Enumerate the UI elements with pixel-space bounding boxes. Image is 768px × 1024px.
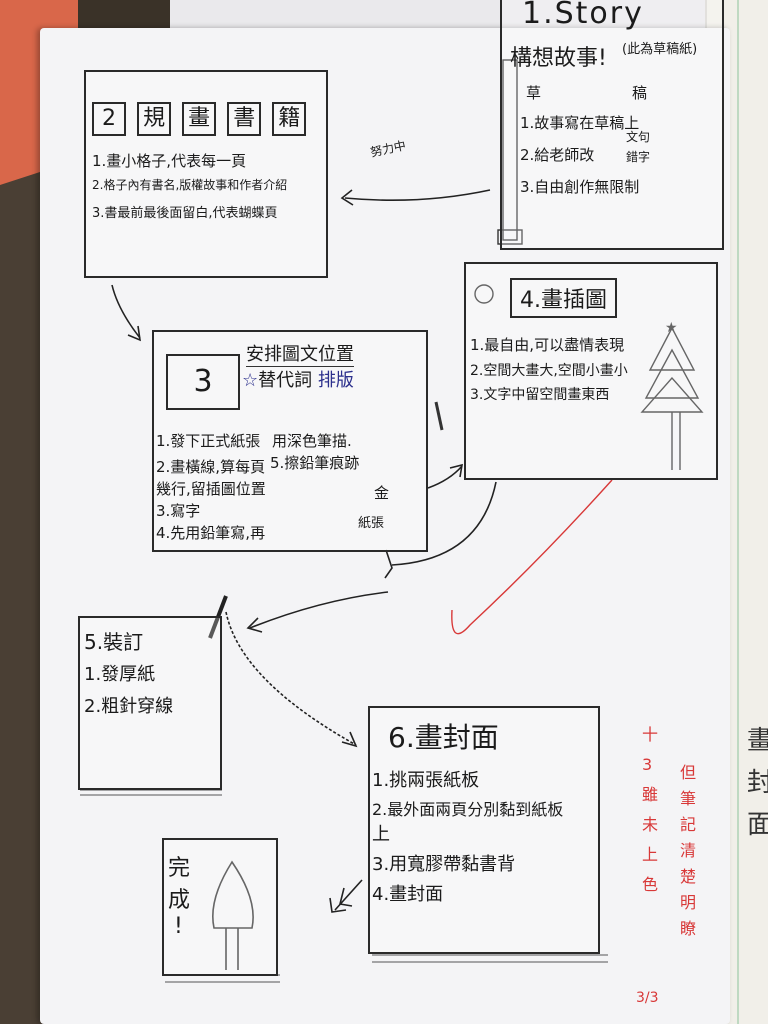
step-5-binding-box: 5.裝訂 1.發厚紙 2.粗針穿線 <box>78 616 222 790</box>
page-number: 3/3 <box>636 990 659 1006</box>
step-2-item: 2.格子內有書名,版權故事和作者介紹 <box>92 178 288 192</box>
arrow-4-loop <box>391 481 497 566</box>
arrowhead-2-to-3 <box>127 325 141 342</box>
correction-note-2: 錯字 <box>626 150 651 164</box>
step-4-illustration-box: 4.畫插圖 1.最自由,可以盡情表現 2.空間大畫大,空間小畫小 3.文字中留空… <box>464 262 718 480</box>
step-5-item: 2.粗針穿線 <box>84 696 174 717</box>
step-2-char: 規 <box>137 102 172 136</box>
step-5-title: 5.裝訂 <box>84 630 144 654</box>
done-box: 完 成 ! <box>162 838 278 976</box>
star-icon: ☆ <box>242 370 259 391</box>
step-2-char: 畫 <box>182 102 217 136</box>
step-1-item: 1.故事寫在草稿上 <box>520 114 640 132</box>
step-6-item: 2.最外面兩頁分別黏到紙板 <box>372 800 564 819</box>
step-4-item: 1.最自由,可以盡情表現 <box>470 336 625 354</box>
step-1-subtitle: 構想故事! <box>510 46 607 71</box>
done-text: 完 <box>168 856 191 881</box>
notebook-margin-line <box>737 0 739 1024</box>
arrowhead-6-to-done <box>329 897 347 913</box>
underlying-page <box>170 0 730 30</box>
step-3-heading-2: ☆替代詞 排版 <box>242 370 354 391</box>
teacher-note-column-1: 但 筆 記 清 楚 明 瞭 <box>680 763 697 938</box>
step-3-number: 3 <box>166 354 240 410</box>
arrowhead-3-to-4 <box>449 463 463 478</box>
step-2-char: 籍 <box>272 102 307 136</box>
step-5-item: 1.發厚紙 <box>84 664 156 685</box>
step-3-item: 4.先用鉛筆寫,再 <box>156 524 266 542</box>
step-3-item: 幾行,留插圖位置 <box>156 480 266 498</box>
red-check-mark <box>451 479 613 635</box>
step-6-item: 3.用寬膠帶黏書背 <box>372 854 516 875</box>
pencil-icon <box>434 401 444 431</box>
step-2-item: 3.書最前最後面留白,代表蝴蝶頁 <box>92 206 278 221</box>
teacher-note-column-2: 十 3 雖 未 上 色 <box>642 725 659 894</box>
paper-corner-label-2: 紙張 <box>358 516 385 531</box>
notebook-char: 面 <box>747 810 768 840</box>
arrowhead-5-to-6 <box>341 731 358 748</box>
arrowhead-6-to-done-2 <box>339 887 353 907</box>
notebook-char: 封 <box>747 768 768 798</box>
arrowhead-4-loop <box>384 549 393 579</box>
star-icon: ★ <box>665 320 678 336</box>
step-3-heading: 安排圖文位置 <box>246 340 354 367</box>
step-3-item: 3.寫字 <box>156 502 201 520</box>
sketch-paper <box>40 28 730 1024</box>
draft-label-2: 稿 <box>632 84 648 102</box>
correction-note: 文句 <box>626 130 651 144</box>
step-6-cover-box: 6.畫封面 1.挑兩張紙板 2.最外面兩頁分別黏到紙板 上 3.用寬膠帶黏書背 … <box>368 706 600 954</box>
step-6-title: 6.畫封面 <box>388 721 499 754</box>
done-text-3: ! <box>174 914 183 939</box>
done-text-2: 成 <box>168 888 191 913</box>
arrow-2-to-3 <box>111 284 141 339</box>
step-2-char: 書 <box>227 102 262 136</box>
step-1-item: 2.給老師改 <box>520 146 595 164</box>
arrowhead-to-5 <box>246 617 263 633</box>
notebook-char: 畫 <box>747 726 768 756</box>
step-3-item: 2.畫橫線,算每頁 <box>156 458 266 476</box>
step-2-plan-box: 2 規 畫 書 籍 1.畫小格子,代表每一頁 2.格子內有書名,版權故事和作者介… <box>84 70 328 278</box>
step-4-item: 2.空間大畫大,空間小畫小 <box>470 363 628 379</box>
arrow-1-to-2 <box>344 189 491 202</box>
step-3-item-right: 用深色筆描. <box>272 432 352 450</box>
step-3-layout-box: 3 安排圖文位置 ☆替代詞 排版 1.發下正式紙張 2.畫橫線,算每頁 幾行,留… <box>152 330 428 552</box>
paper-corner-label: 金 <box>374 484 390 502</box>
step-1-note: (此為草稿紙) <box>622 42 698 57</box>
arrow-5-to-6 <box>225 611 357 746</box>
layout-keyword: 排版 <box>317 370 354 391</box>
step-3-item-right: 5.擦鉛筆痕跡 <box>270 454 360 472</box>
arrow-to-5 <box>249 591 389 629</box>
step-4-item: 3.文字中留空間畫東西 <box>470 387 610 403</box>
christmas-tree-icon <box>640 326 704 470</box>
done-tree-icon <box>212 860 254 970</box>
step-1-title: 1.Story <box>522 0 644 31</box>
draft-label: 草 <box>526 84 542 102</box>
step-1-story-box: 1.Story 構想故事! (此為草稿紙) 草 稿 1.故事寫在草稿上 2.給老… <box>500 0 724 250</box>
step-2-number: 2 <box>92 102 126 136</box>
step-4-title: 4.畫插圖 <box>510 278 617 318</box>
arrowhead-1-to-2 <box>340 189 354 206</box>
arrow-6-to-done <box>334 879 363 911</box>
step-6-item: 上 <box>372 824 390 845</box>
step-6-item: 1.挑兩張紙板 <box>372 770 480 791</box>
bird-icon <box>474 284 494 304</box>
step-2-item: 1.畫小格子,代表每一頁 <box>92 152 247 170</box>
step-1-item: 3.自由創作無限制 <box>520 178 640 196</box>
step-6-item: 4.畫封面 <box>372 884 444 905</box>
step-2-title: 2 規 畫 書 籍 <box>92 102 312 136</box>
step-3-item: 1.發下正式紙張 <box>156 432 261 450</box>
arrow-3-to-4 <box>427 465 463 489</box>
